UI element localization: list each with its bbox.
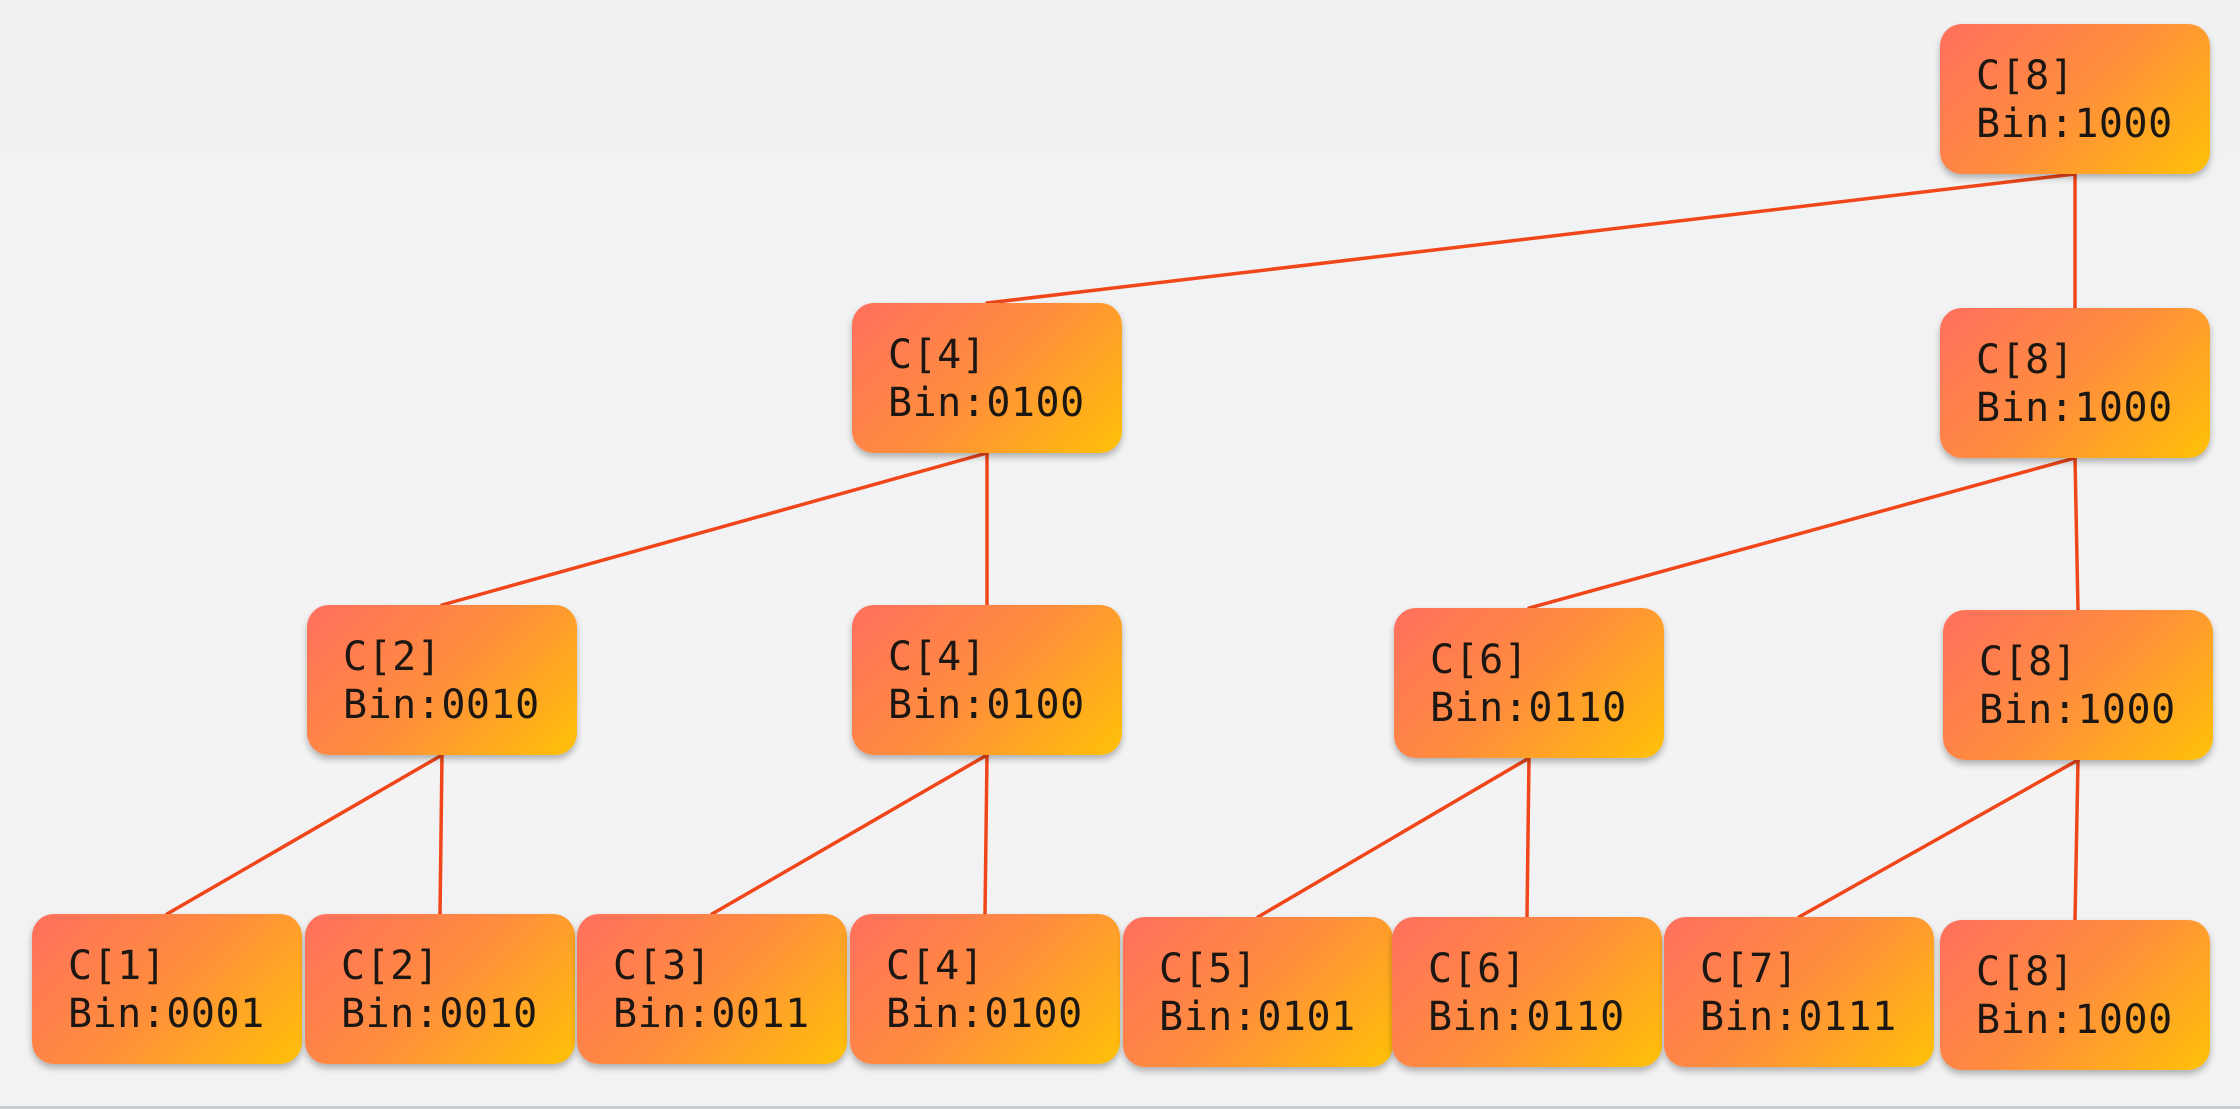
node-label: C[4] bbox=[888, 634, 987, 680]
node-binary: Bin:1000 bbox=[1976, 385, 2173, 431]
edge-l2_c8-to-leaf_c8 bbox=[2073, 758, 2080, 922]
node-label: C[1] bbox=[68, 943, 167, 989]
node-level2-c6: C[6] Bin:0110 bbox=[1394, 608, 1664, 758]
node-binary: Bin:0110 bbox=[1428, 994, 1625, 1040]
node-leaf-c7: C[7] Bin:0111 bbox=[1664, 917, 1934, 1067]
node-leaf-c3: C[3] Bin:0011 bbox=[577, 914, 847, 1064]
node-label: C[3] bbox=[613, 943, 712, 989]
node-label: C[8] bbox=[1976, 949, 2075, 995]
edge-l2_c4-to-leaf_c4 bbox=[983, 753, 989, 916]
node-label: C[6] bbox=[1428, 946, 1527, 992]
edge-l2_c4-to-leaf_c3 bbox=[710, 753, 989, 916]
node-level2-c4: C[4] Bin:0100 bbox=[852, 605, 1122, 755]
node-binary: Bin:1000 bbox=[1976, 101, 2173, 147]
edge-l2_c2-to-leaf_c2 bbox=[438, 753, 444, 916]
node-binary: Bin:0110 bbox=[1430, 685, 1627, 731]
node-binary: Bin:0010 bbox=[343, 682, 540, 728]
node-label: C[2] bbox=[343, 634, 442, 680]
node-binary: Bin:0101 bbox=[1159, 994, 1356, 1040]
node-level2-c8: C[8] Bin:1000 bbox=[1943, 610, 2213, 760]
node-level1-c4: C[4] Bin:0100 bbox=[852, 303, 1122, 453]
node-leaf-c2: C[2] Bin:0010 bbox=[305, 914, 575, 1064]
node-binary: Bin:0100 bbox=[886, 991, 1083, 1037]
node-leaf-c5: C[5] Bin:0101 bbox=[1123, 917, 1393, 1067]
node-level1-c8: C[8] Bin:1000 bbox=[1940, 308, 2210, 458]
edge-l1_c8-to-l2_c6 bbox=[1527, 456, 2077, 610]
node-binary: Bin:0010 bbox=[341, 991, 538, 1037]
node-binary: Bin:1000 bbox=[1979, 687, 2176, 733]
node-root-c8: C[8] Bin:1000 bbox=[1940, 24, 2210, 174]
edge-l2_c6-to-leaf_c6 bbox=[1525, 756, 1531, 919]
edge-l2_c8-to-leaf_c7 bbox=[1797, 758, 2080, 919]
node-leaf-c6: C[6] Bin:0110 bbox=[1392, 917, 1662, 1067]
node-label: C[8] bbox=[1979, 639, 2078, 685]
node-label: C[6] bbox=[1430, 637, 1529, 683]
edge-l2_c6-to-leaf_c5 bbox=[1256, 756, 1531, 919]
node-leaf-c4: C[4] Bin:0100 bbox=[850, 914, 1120, 1064]
node-label: C[8] bbox=[1976, 53, 2075, 99]
node-level2-c2: C[2] Bin:0010 bbox=[307, 605, 577, 755]
node-label: C[4] bbox=[886, 943, 985, 989]
node-label: C[8] bbox=[1976, 337, 2075, 383]
node-label: C[2] bbox=[341, 943, 440, 989]
node-binary: Bin:0111 bbox=[1700, 994, 1897, 1040]
node-binary: Bin:1000 bbox=[1976, 997, 2173, 1043]
node-label: C[7] bbox=[1700, 946, 1799, 992]
edge-l2_c2-to-leaf_c1 bbox=[165, 753, 444, 916]
node-binary: Bin:0100 bbox=[888, 682, 1085, 728]
node-binary: Bin:0100 bbox=[888, 380, 1085, 426]
bottom-divider bbox=[0, 1106, 2240, 1109]
edge-l1_c8-to-l2_c8 bbox=[2073, 456, 2080, 612]
node-leaf-c8: C[8] Bin:1000 bbox=[1940, 920, 2210, 1070]
edge-root_c8-to-l1_c4 bbox=[985, 172, 2077, 305]
node-binary: Bin:0001 bbox=[68, 991, 265, 1037]
node-label: C[4] bbox=[888, 332, 987, 378]
edge-l1_c4-to-l2_c2 bbox=[440, 451, 989, 607]
node-label: C[5] bbox=[1159, 946, 1258, 992]
node-leaf-c1: C[1] Bin:0001 bbox=[32, 914, 302, 1064]
node-binary: Bin:0011 bbox=[613, 991, 810, 1037]
